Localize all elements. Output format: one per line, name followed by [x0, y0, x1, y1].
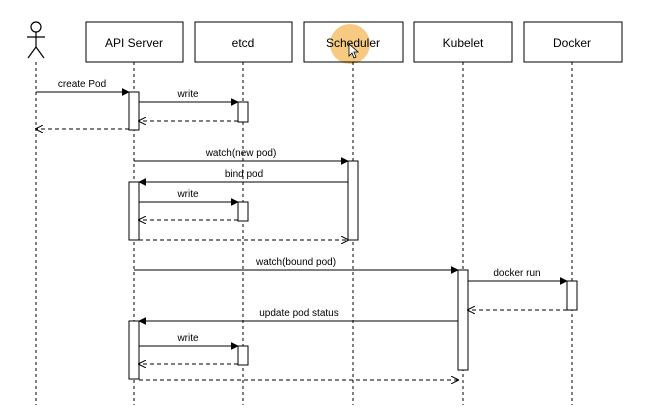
participant-kubelet[interactable]: Kubelet	[413, 21, 513, 63]
participant-label: etcd	[232, 36, 255, 50]
message-arrow: update pod status	[138, 308, 458, 325]
message-arrow: write	[139, 333, 239, 350]
participant-label: API Server	[105, 36, 163, 50]
message-arrow: docker run	[468, 268, 568, 285]
participant-etcd[interactable]: etcd	[194, 21, 293, 63]
message-arrow: write	[139, 189, 239, 206]
message-label: docker run	[493, 268, 540, 279]
message-label: write	[176, 333, 199, 344]
lifelines	[35, 62, 573, 405]
participant-scheduler[interactable]: Scheduler	[303, 21, 404, 63]
actor-icon	[27, 21, 45, 59]
activation-bar	[237, 201, 249, 222]
message-arrow: watch(new pod)	[134, 148, 349, 165]
message-label: bind pod	[225, 169, 263, 180]
mouse-pointer-icon	[348, 43, 360, 59]
message-label: write	[176, 189, 199, 200]
message-arrow: bind pod	[138, 169, 348, 186]
participant-docker[interactable]: Docker	[523, 21, 623, 63]
participant-api[interactable]: API Server	[85, 21, 184, 63]
message-label: watch(bound pod)	[255, 257, 336, 268]
participant-label: Docker	[553, 36, 591, 50]
activation-bar	[566, 280, 578, 311]
message-arrow: create Pod	[36, 79, 130, 96]
activation-bar	[237, 345, 249, 366]
message-label: create Pod	[58, 79, 106, 90]
activation-bar	[128, 181, 140, 241]
message-label: write	[176, 89, 199, 100]
participant-label: Kubelet	[443, 36, 484, 50]
cursor-highlight	[330, 24, 370, 64]
participant-label: Scheduler	[326, 36, 380, 50]
message-arrow: watch(bound pod)	[134, 257, 459, 274]
message-label: update pod status	[259, 308, 339, 319]
activation-bars	[128, 91, 578, 380]
activation-bar	[128, 320, 140, 380]
activation-bar	[128, 91, 140, 131]
activation-bar	[347, 160, 359, 241]
activation-bar	[237, 101, 249, 123]
message-arrow: write	[139, 89, 239, 106]
activation-bar	[457, 269, 469, 371]
message-label: watch(new pod)	[205, 148, 277, 159]
